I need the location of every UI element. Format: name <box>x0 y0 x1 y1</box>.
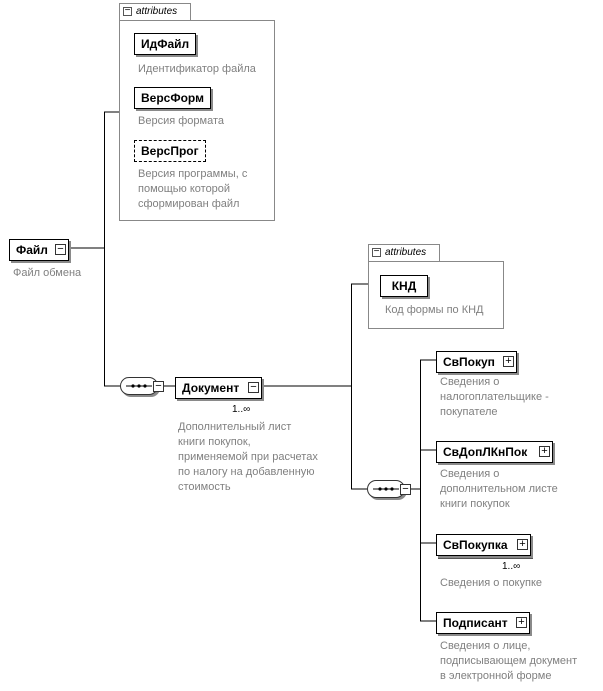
collapse-icon[interactable]: − <box>372 246 381 257</box>
collapse-icon[interactable]: − <box>400 484 411 495</box>
element-root-label: Файл <box>16 243 48 257</box>
attributes-tab-document[interactable]: − attributes <box>368 244 440 262</box>
collapse-icon[interactable]: − <box>55 244 66 255</box>
svpokupka-cardinality: 1..∞ <box>502 561 521 572</box>
attributes-tab-root[interactable]: − attributes <box>119 3 191 21</box>
expand-icon[interactable]: + <box>517 539 528 550</box>
element-document-description: Дополнительный лист книги покупок, приме… <box>178 421 318 493</box>
attribute-versform[interactable]: ВерсФорм <box>134 87 211 109</box>
document-cardinality: 1..∞ <box>232 404 251 415</box>
element-root-file[interactable]: Файл − <box>9 239 69 261</box>
attribute-versprog-description: Версия программы, с помощью которой сфор… <box>138 168 248 210</box>
attribute-knd-description: Код формы по КНД <box>385 304 484 316</box>
element-svpokup[interactable]: СвПокуп + <box>436 351 517 373</box>
element-podpisant-label: Подписант <box>443 616 508 630</box>
element-svpokup-label: СвПокуп <box>443 355 495 369</box>
element-svpokupka-label: СвПокупка <box>443 538 508 552</box>
attributes-label: attributes <box>136 6 178 17</box>
element-svdoplknpok-label: СвДопЛКнПок <box>443 445 528 459</box>
attributes-label: attributes <box>385 247 427 258</box>
sequence-dots-icon <box>126 384 152 388</box>
expand-icon[interactable]: + <box>503 356 514 367</box>
expand-icon[interactable]: + <box>516 617 527 628</box>
element-svpokupka[interactable]: СвПокупка + <box>436 534 531 556</box>
attribute-versform-description: Версия формата <box>138 115 224 127</box>
attribute-idfile[interactable]: ИдФайл <box>134 33 197 55</box>
element-svdoplknpok-description: Сведения о дополнительном листе книги по… <box>440 468 558 510</box>
sequence-dots-icon <box>373 487 399 491</box>
collapse-icon[interactable]: − <box>123 5 132 16</box>
expand-icon[interactable]: + <box>539 446 550 457</box>
attribute-knd[interactable]: КНД <box>380 275 428 297</box>
element-podpisant-description: Сведения о лице, подписывающем документ … <box>440 640 578 682</box>
element-document-label: Документ <box>182 381 240 395</box>
element-root-description: Файл обмена <box>13 267 82 279</box>
element-svpokup-description: Сведения о налогоплательщике - покупател… <box>440 376 549 418</box>
element-document[interactable]: Документ − <box>175 377 262 399</box>
element-svdoplknpok[interactable]: СвДопЛКнПок + <box>436 441 553 463</box>
element-podpisant[interactable]: Подписант + <box>436 612 530 634</box>
attribute-versprog[interactable]: ВерсПрог <box>134 140 206 162</box>
element-svpokupka-description: Сведения о покупке <box>440 577 543 589</box>
collapse-icon[interactable]: − <box>153 381 164 392</box>
attribute-idfile-description: Идентификатор файла <box>138 63 256 75</box>
collapse-icon[interactable]: − <box>248 382 259 393</box>
